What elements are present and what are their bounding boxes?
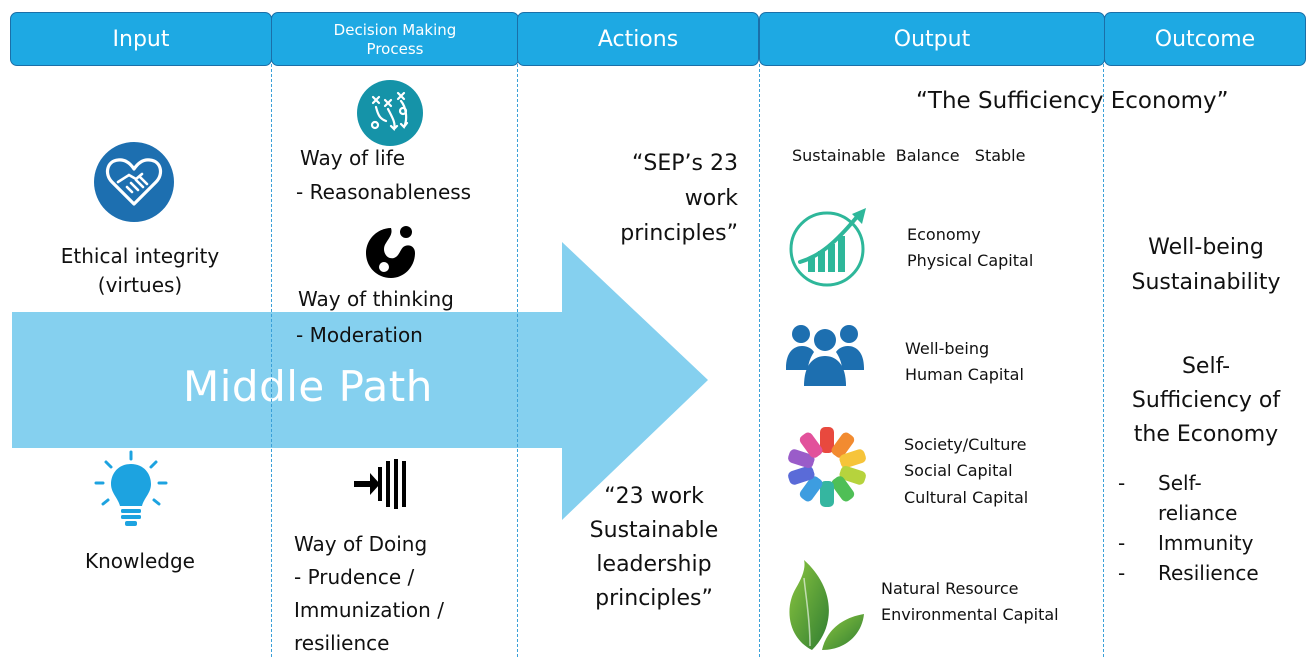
bullet-text: Immunity: [1158, 531, 1254, 555]
way-of-doing-item-3: resilience: [294, 631, 390, 655]
way-of-doing-title: Way of Doing: [294, 532, 428, 556]
output-tagline: Sustainable Balance Stable: [792, 146, 1026, 165]
actions-bottom-line-4: principles”: [595, 586, 713, 612]
bullet-text: Resilience: [1158, 561, 1259, 585]
society-line-2: Social Capital: [904, 461, 1013, 481]
header-input-label: Input: [112, 26, 170, 52]
actions-top-text: “SEP’s 23 work principles”: [560, 146, 738, 252]
way-of-thinking-item: - Moderation: [296, 323, 423, 347]
column-divider: [759, 64, 760, 657]
society-label: Society/Culture Social Capital Cultural …: [904, 432, 1028, 511]
header-outcome-label: Outcome: [1154, 26, 1256, 52]
actions-bottom-line-3: leadership: [596, 552, 712, 578]
list-item: - Immunity: [1118, 528, 1259, 558]
forward-motion-icon: [354, 459, 406, 509]
outcome-line-1: Well-being: [1148, 235, 1264, 260]
self-line-1: Self-: [1181, 354, 1231, 379]
sufficiency-economy-title: “The Sufficiency Economy”: [916, 88, 1229, 114]
way-of-doing-item-1: - Prudence /: [294, 565, 415, 589]
way-of-doing-item-2: Immunization /: [294, 598, 444, 622]
bullet-dash: -: [1118, 561, 1126, 585]
column-divider: [1103, 64, 1104, 657]
actions-top-line-2: work: [684, 186, 738, 212]
header-actions-label: Actions: [597, 26, 679, 52]
outcome-wellbeing: Well-being Sustainability: [1106, 230, 1306, 300]
natural-line-1: Natural Resource: [881, 579, 1019, 598]
header-input: Input: [10, 12, 272, 66]
outcome-line-2: Sustainability: [1131, 270, 1281, 296]
bullet-dash: -: [1118, 471, 1126, 495]
column-divider: [517, 64, 518, 657]
ethical-integrity-label: Ethical integrity (virtues): [40, 242, 240, 300]
actions-top-line-1: “SEP’s 23: [632, 151, 738, 176]
self-line-3: the Economy: [1133, 422, 1279, 448]
society-line-1: Society/Culture: [904, 435, 1027, 454]
header-actions: Actions: [517, 12, 759, 66]
circle-of-hands-icon: [788, 427, 866, 507]
actions-bottom-line-2: Sustainable: [589, 518, 719, 544]
economy-line-1: Economy: [907, 225, 981, 244]
knowledge-label: Knowledge: [85, 549, 195, 573]
ethical-line-2: (virtues): [97, 273, 183, 297]
bullet-dash: -: [1118, 531, 1126, 555]
natural-label: Natural Resource Environmental Capital: [881, 576, 1059, 629]
self-line-2: Sufficiency of: [1131, 388, 1281, 414]
economy-line-2: Physical Capital: [907, 251, 1034, 271]
wellbeing-line-1: Well-being: [905, 339, 990, 358]
list-item: - Resilience: [1118, 558, 1259, 588]
header-output-label: Output: [893, 26, 971, 52]
header-decision-making-process: Decision Making Process: [271, 12, 519, 66]
column-divider: [271, 64, 272, 657]
header-output: Output: [759, 12, 1105, 66]
natural-line-2: Environmental Capital: [881, 605, 1059, 625]
middle-path-label: Middle Path: [183, 362, 433, 411]
actions-top-line-3: principles”: [620, 221, 738, 247]
header-decision-label: Decision Making Process: [333, 20, 457, 59]
growth-chart-icon: [789, 208, 866, 287]
bullet-spacer: [1118, 498, 1158, 528]
leaves-icon: [789, 560, 864, 650]
list-item: reliance: [1118, 498, 1259, 528]
way-of-life-item: - Reasonableness: [296, 180, 472, 204]
society-line-3: Cultural Capital: [904, 487, 1029, 507]
list-item: - Self-: [1118, 468, 1259, 498]
actions-bottom-line-1: “23 work: [604, 484, 704, 509]
way-of-life-title: Way of life: [300, 146, 406, 170]
heart-handshake-icon: [94, 142, 174, 222]
outcome-self-sufficiency: Self- Sufficiency of the Economy: [1106, 350, 1306, 452]
people-group-icon: [786, 325, 864, 386]
outcome-bullet-list: - Self- reliance - Immunity - Resilience: [1118, 468, 1259, 588]
header-outcome: Outcome: [1104, 12, 1306, 66]
actions-bottom-text: “23 work Sustainable leadership principl…: [548, 480, 760, 616]
wellbeing-label: Well-being Human Capital: [905, 336, 1024, 389]
lightbulb-icon: [94, 450, 168, 526]
bullet-text: Self-: [1158, 471, 1202, 495]
wellbeing-line-2: Human Capital: [905, 365, 1024, 385]
economy-label: Economy Physical Capital: [907, 222, 1033, 275]
bullet-text: reliance: [1158, 501, 1238, 525]
strategy-play-icon: [357, 80, 423, 146]
ethical-line-1: Ethical integrity: [60, 244, 220, 268]
way-of-thinking-title: Way of thinking: [298, 287, 454, 311]
yin-yang-icon: [366, 226, 415, 278]
